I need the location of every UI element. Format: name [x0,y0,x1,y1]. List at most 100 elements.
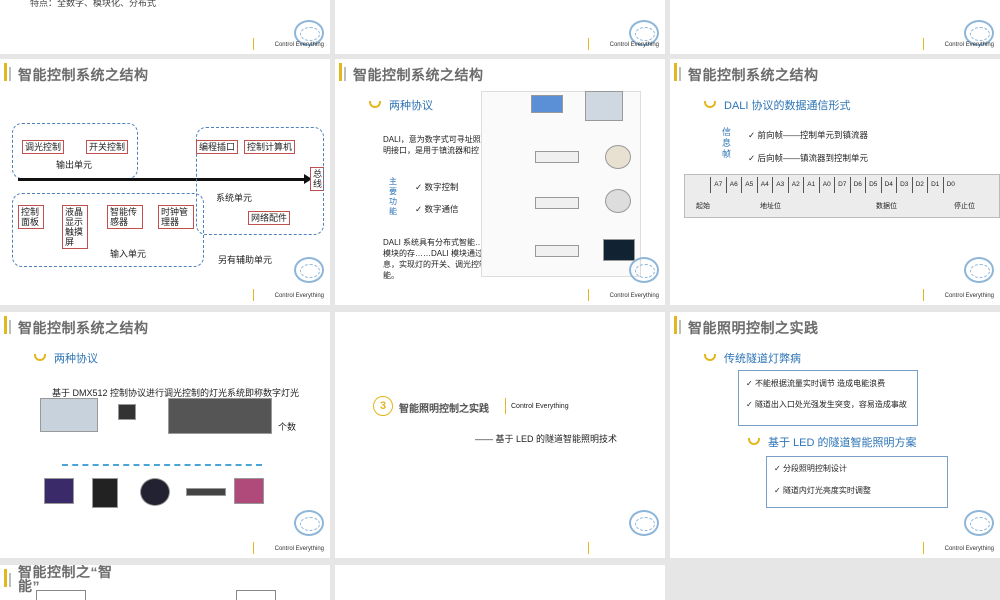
slide-structure[interactable]: 智能控制系统之结构 调光控制 开关控制 输出单元 总线 控制面板 液晶显示触摸屏… [0,59,330,305]
function-digital-control: 数字控制 [415,181,458,193]
footer-divider [253,38,254,50]
wireless-router-image [118,404,136,420]
partial-box-2 [236,590,276,600]
touch-console-image [40,398,98,432]
partial-box-1 [36,590,86,600]
title-accent-grey [679,320,681,334]
title-accent-grey [9,573,11,587]
hook-icon [34,354,46,361]
subtitle-1: 传统隧道灯弊病 [704,350,801,366]
footer-brand: Control Everything [274,293,324,299]
frame-bit: D7 [834,177,850,193]
subtitle-1-text: 传统隧道灯弊病 [724,353,801,365]
subtitle-2: 基于 LED 的隧道智能照明方案 [748,434,917,450]
subtitle-text: 两种协议 [54,353,98,365]
title-accent-grey [9,67,11,81]
slide-title: 智能照明控制之实践 [688,320,819,336]
title-accent [339,63,342,81]
forward-frame: 前向帧——控制单元到镇流器 [748,129,868,141]
frame-bit: D5 [865,177,881,193]
slide-section[interactable]: 3 智能照明控制之实践 Control Everything —— 基于 LED… [335,312,665,558]
frame-bit: A3 [772,177,788,193]
footer-divider [253,289,254,301]
title-accent [4,63,7,81]
bus-box: 总线 [310,167,324,191]
section-subtitle: —— 基于 LED 的隧道智能照明技术 [475,434,618,444]
subtitle: 两种协议 [34,350,98,366]
output-unit-label: 输出单元 [56,160,93,170]
title-accent [674,316,677,334]
ballast-1-image [535,151,579,163]
title-accent-grey [344,67,346,81]
frame-bit: A0 [818,177,835,193]
control-computer-box: 控制计算机 [244,140,296,154]
frame-bit: D4 [880,177,897,193]
frame-bit: A1 [803,177,819,193]
frame-bit: D2 [911,177,928,193]
subtitle-2-text: 基于 LED 的隧道智能照明方案 [768,437,917,449]
slide-row0-3[interactable]: Control Everything [670,0,1000,54]
drawback-2: 隧道出入口处光强发生突变，容易造成事故 [746,400,912,410]
title-accent [4,569,7,587]
frame-bit: D0 [942,177,959,193]
slide-row0-1[interactable]: 特点：全数字、模块化、分布式 Control Everything [0,0,330,54]
data-bits-label: 数据位 [876,203,897,210]
logo-icon [964,20,994,46]
logo-icon [294,20,324,46]
logo-icon [964,510,994,536]
footer-brand: Control Everything [944,293,994,299]
slide-dmx[interactable]: 智能控制系统之结构 两种协议 基于 DMX512 控制协议进行调光控制的灯光系统… [0,312,330,558]
footer-divider [923,38,924,50]
ballast-2-image [535,197,579,209]
solution-2: 隧道内灯光亮度实时调整 [774,485,871,496]
frame-bit: D3 [896,177,912,193]
slide-row3-1[interactable]: 智能控制之“智能” [0,565,330,600]
bus-line [18,178,306,181]
slide-title: 智能控制系统之结构 [18,67,149,83]
footer-divider [588,289,589,301]
partial-text: 特点：全数字、模块化、分布式 [30,0,157,8]
frame-bit: A5 [741,177,757,193]
solution-1: 分段照明控制设计 [774,463,847,474]
slide-tunnel[interactable]: 智能照明控制之实践 传统隧道灯弊病 不能根据流量实时调节 造成电能浪费 隧道出入… [670,312,1000,558]
dali-paragraph-2: DALI 系统具有分布式智能……存在各个 DALI 模块的存……DALI 模块通… [383,238,551,280]
footer-divider [253,542,254,554]
frame-strip [684,174,1000,218]
lcd-touch-box: 液晶显示触摸屏 [62,205,88,249]
slide-dali[interactable]: 智能控制系统之结构 两种协议 DALI，意为数字式可寻址照明接口，是用于镇流器和… [335,59,665,305]
logo-icon [294,510,324,536]
footer-brand: Control Everything [944,546,994,552]
frame-bit: A2 [787,177,804,193]
hook-icon [748,438,760,445]
title-accent [4,316,7,334]
slide-title: 智能控制之“智能” [18,565,113,594]
fixture-2-image [92,478,118,508]
slide-row3-2[interactable] [335,565,665,600]
dali-paragraph-1: DALI，意为数字式可寻址照明接口，是用于镇流器和控制模块之间进行 [383,135,481,155]
drawback-box [738,370,918,426]
slide-title: 智能控制系统之结构 [688,67,819,83]
led-strip-image [603,239,635,261]
system-unit-group [196,127,324,235]
frame-bit: A7 [710,177,726,193]
footer-brand: Control Everything [944,42,994,48]
slide-row0-2[interactable]: Control Everything [335,0,665,54]
section-title: 智能照明控制之实践 [399,404,489,415]
drawback-1: 不能根据流量实时调节 造成电能浪费 [746,378,885,389]
section-brand: Control Everything [511,403,569,410]
input-unit-label: 输入单元 [110,249,147,259]
slide-dali-comm[interactable]: 智能控制系统之结构 DALI 协议的数据通信形式 信息帧 前向帧——控制单元到镇… [670,59,1000,305]
footer-brand: Control Everything [274,546,324,552]
computer-image [585,91,623,121]
functions-label: 主要功能 [389,177,397,216]
frame-bit: A4 [756,177,773,193]
footer-divider [923,289,924,301]
function-digital-comm: 数字通信 [415,203,458,215]
start-bit-label: 起始 [696,203,710,210]
fixture-4-image [186,488,226,496]
footer-brand: Control Everything [274,42,324,48]
address-bits-label: 地址位 [760,203,781,210]
footer-divider [588,542,589,554]
fixture-3-image [140,478,170,506]
